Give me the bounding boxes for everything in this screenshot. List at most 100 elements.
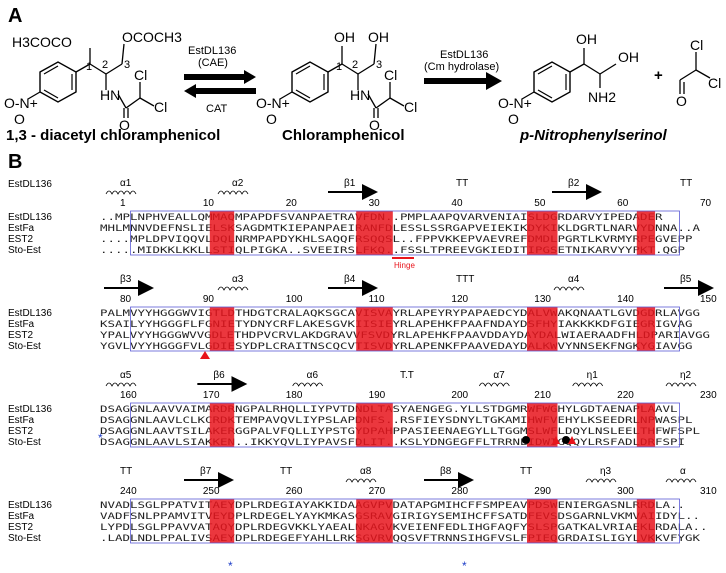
ruler-number: 200: [451, 390, 468, 401]
nitro-o-label: O: [266, 111, 277, 127]
ruler-number: 290: [534, 486, 551, 497]
ss-label: α8: [360, 466, 372, 477]
ruler-number: 20: [286, 198, 298, 209]
ruler-number: 1: [120, 198, 126, 209]
ruler-number: 40: [451, 198, 463, 209]
arrow1-label-cae: (CAE): [198, 57, 228, 69]
sequence-name: Sto-Est: [8, 533, 41, 544]
similarity-box: [130, 210, 680, 256]
similarity-box: [130, 498, 680, 544]
ruler-number: 310: [700, 486, 717, 497]
sequence-name: EstDL136: [8, 500, 52, 511]
ruler-number: 170: [203, 390, 220, 401]
star-marker: *: [462, 559, 467, 573]
similarity-box: [130, 402, 680, 448]
ruler-number: 210: [534, 390, 551, 401]
carbonyl-o-label: O: [369, 117, 380, 133]
amine-label: NH2: [588, 89, 616, 105]
aldehyde-o-label: O: [676, 93, 687, 109]
ss-label: TT: [680, 178, 692, 189]
conserved-block: [356, 403, 393, 447]
sequence-row: YPALVYYHGGGWVVGDLETHDPVCRVLAKDGRAVVFSVDY…: [100, 331, 710, 341]
ss-label: T.T: [400, 370, 414, 381]
red-triangle-marker: [552, 436, 560, 444]
ruler-number: 270: [369, 486, 386, 497]
ruler-number: 100: [286, 294, 303, 305]
ss-label: α7: [493, 370, 505, 381]
amide-label: HN: [100, 87, 120, 103]
ruler-number: 60: [617, 198, 629, 209]
cl-label-1: Cl: [134, 67, 147, 83]
ss-label: TT: [120, 466, 132, 477]
arrow-cm-hydrolase: EstDL136 (Cm hydrolase): [424, 49, 502, 90]
sequence-name: EstDL136: [8, 308, 52, 319]
ruler-number: 250: [203, 486, 220, 497]
ss-label: η3: [600, 466, 612, 477]
conserved-block: [527, 307, 558, 351]
ss-label: β1: [344, 178, 356, 189]
sequence-name: EST2: [8, 330, 33, 341]
conserved-block: [636, 211, 656, 255]
oh-label-2: OH: [368, 29, 389, 45]
helix-mark: [572, 382, 604, 387]
oh-label-1: OH: [576, 31, 597, 47]
ss-label: TT: [280, 466, 292, 477]
helix-mark: [105, 190, 137, 195]
helix-mark: [292, 382, 324, 387]
acetoxy-left-label: H3COCO: [12, 34, 72, 50]
conserved-block: [527, 211, 558, 255]
sequence-row: .....MIDKKLKKLLSTIQLPIGKA..SVEEIRSLFKQ..…: [100, 246, 686, 256]
compound-p-nitrophenylserinol: OH OH O-N+ NH2 O p-Nitrophenylserinol: [498, 31, 668, 144]
sequence-name: Sto-Est: [8, 341, 41, 352]
ss-label: β5: [680, 274, 692, 285]
compound-name-1: 1,3 - diacetyl chloramphenicol: [6, 127, 220, 144]
ss-label: α3: [232, 274, 244, 285]
conserved-block: [636, 499, 656, 543]
ss-label: η1: [587, 370, 599, 381]
arrow1-label-enzyme: EstDL136: [188, 45, 236, 57]
sequence-row: DSAGGNLAAVTSILAKERGGPALVFQLLIYPSTGYDPAHP…: [100, 427, 700, 437]
sequence-name: EstDL136: [8, 404, 52, 415]
sequence-row: LYPDLSGLPPAVVATAQYDPLRDEGVKKLYAEALNKAGVK…: [100, 523, 708, 533]
pos-2: 2: [352, 59, 358, 71]
sequence-row: VADFSNLPPAMVITVEYDPLRDEGELYAYKMKASGSRAVG…: [100, 512, 700, 522]
nitro-label: O-N+: [256, 95, 290, 111]
nitro-o-label: O: [14, 111, 25, 127]
ruler-number: 150: [700, 294, 717, 305]
ss-label: TTT: [456, 274, 474, 285]
sequence-name: EST2: [8, 522, 33, 533]
sequence-row: PALMVYYHGGGWVIGTLDTHDGTCRALAQKSGCAVISVAY…: [100, 309, 700, 319]
cl-label-1: Cl: [690, 37, 703, 53]
cl-label-2: Cl: [708, 75, 721, 91]
ruler-number: 260: [286, 486, 303, 497]
arrow2-label-hydrolase: (Cm hydrolase): [424, 61, 499, 73]
conserved-block: [356, 211, 393, 255]
pos-1: 1: [86, 61, 92, 73]
conserved-block: [209, 403, 235, 447]
ruler-number: 140: [617, 294, 634, 305]
conserved-block: [356, 307, 393, 351]
oh-label-2: OH: [618, 49, 639, 65]
ss-label: α4: [568, 274, 580, 285]
ss-label: TT: [520, 466, 532, 477]
ruler-number: 130: [534, 294, 551, 305]
ruler-number: 70: [700, 198, 712, 209]
conserved-block: [356, 499, 393, 543]
ruler-number: 240: [120, 486, 137, 497]
sequence-name: Sto-Est: [8, 245, 41, 256]
ss-label: β2: [568, 178, 580, 189]
sequence-name: EstFa: [8, 319, 35, 330]
sequence-name: EstFa: [8, 511, 35, 522]
helix-mark: [665, 478, 697, 483]
conserved-block: [636, 307, 656, 351]
conserved-block: [527, 499, 558, 543]
plus-sign: +: [654, 67, 663, 84]
ss-label: η2: [680, 370, 692, 381]
ss-label: β6: [213, 370, 225, 381]
sequence-row: .LADLNDLPPALIVSAEYDPLRDEGEFYAHLLRKSGVRVQ…: [100, 534, 701, 544]
ss-label: β3: [120, 274, 132, 285]
helix-mark: [665, 382, 697, 387]
pos-2: 2: [102, 59, 108, 71]
